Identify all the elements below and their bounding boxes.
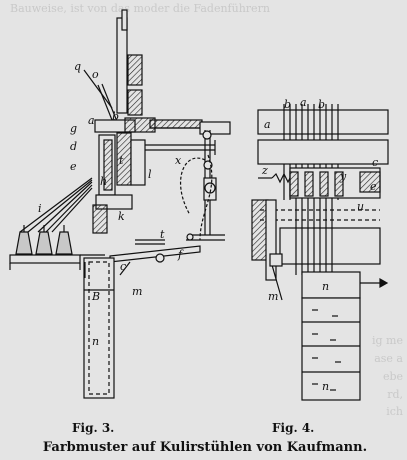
fig3-letter-d: d xyxy=(70,140,77,153)
figure-3-drawing xyxy=(9,9,231,399)
figure-3-label: Fig. 3. xyxy=(72,421,115,435)
fig3-letter-o: o xyxy=(92,68,99,81)
fig3-letter-B: B xyxy=(91,290,100,303)
fig4-letter-m: m xyxy=(268,290,278,303)
fig3-letter-i: i xyxy=(38,202,42,215)
fig3-letter-t2: t xyxy=(160,228,165,241)
figure-caption: Farbmuster auf Kulirstühlen von Kaufmann… xyxy=(42,440,368,455)
bleed-through-text-top: Bauweise, ist von das moder die Fadenfüh… xyxy=(10,2,270,15)
fig4-letter-n-top: n xyxy=(322,280,329,293)
fig4-letter-z: z xyxy=(261,164,268,177)
fig4-letter-e: e xyxy=(370,180,377,193)
fig4-letter-u: u xyxy=(357,200,364,213)
fig3-letter-e: e xyxy=(70,160,77,173)
fig3-letter-m: m xyxy=(132,285,142,298)
fig3-letter-t: t xyxy=(119,154,124,167)
fig3-letter-k: k xyxy=(118,210,125,223)
bobbin-3 xyxy=(55,225,73,255)
fig3-letter-f: f xyxy=(177,248,184,261)
fig3-letter-a: a xyxy=(88,114,95,127)
bobbin-1 xyxy=(15,225,33,255)
fig3-letter-q: q xyxy=(74,60,81,73)
fig4-letter-y: y xyxy=(339,170,347,183)
fig3-letter-g: g xyxy=(70,122,77,135)
fig4-letter-n-bottom: n xyxy=(322,380,329,393)
fig3-letter-c: c xyxy=(120,260,126,273)
fig4-letter-a-top: a xyxy=(300,96,307,109)
bleed-through-text-right-5: ich xyxy=(386,405,403,418)
bleed-through-text-right-1: ig me xyxy=(372,334,403,347)
fig3-letter-n: n xyxy=(92,335,99,348)
fig4-letter-b-right: b xyxy=(318,98,325,111)
fig3-letter-l: l xyxy=(148,168,152,181)
bleed-through-text-right-4: rd, xyxy=(387,388,403,401)
fig3-letter-b: b xyxy=(112,110,119,123)
bleed-through-text-right-2: ase a xyxy=(374,352,403,365)
figure-4-label: Fig. 4. xyxy=(272,421,315,435)
fig3-letter-h: h xyxy=(100,175,107,188)
fig4-letter-c: c xyxy=(372,156,378,169)
fig4-letter-b-left: b xyxy=(284,98,291,111)
bobbin-2 xyxy=(35,225,53,255)
fig4-letter-a-left: a xyxy=(264,118,271,131)
fig3-letter-x: x xyxy=(175,154,182,167)
bleed-through-text-right-3: ebe xyxy=(382,370,403,383)
figure-4-drawing xyxy=(251,104,389,401)
